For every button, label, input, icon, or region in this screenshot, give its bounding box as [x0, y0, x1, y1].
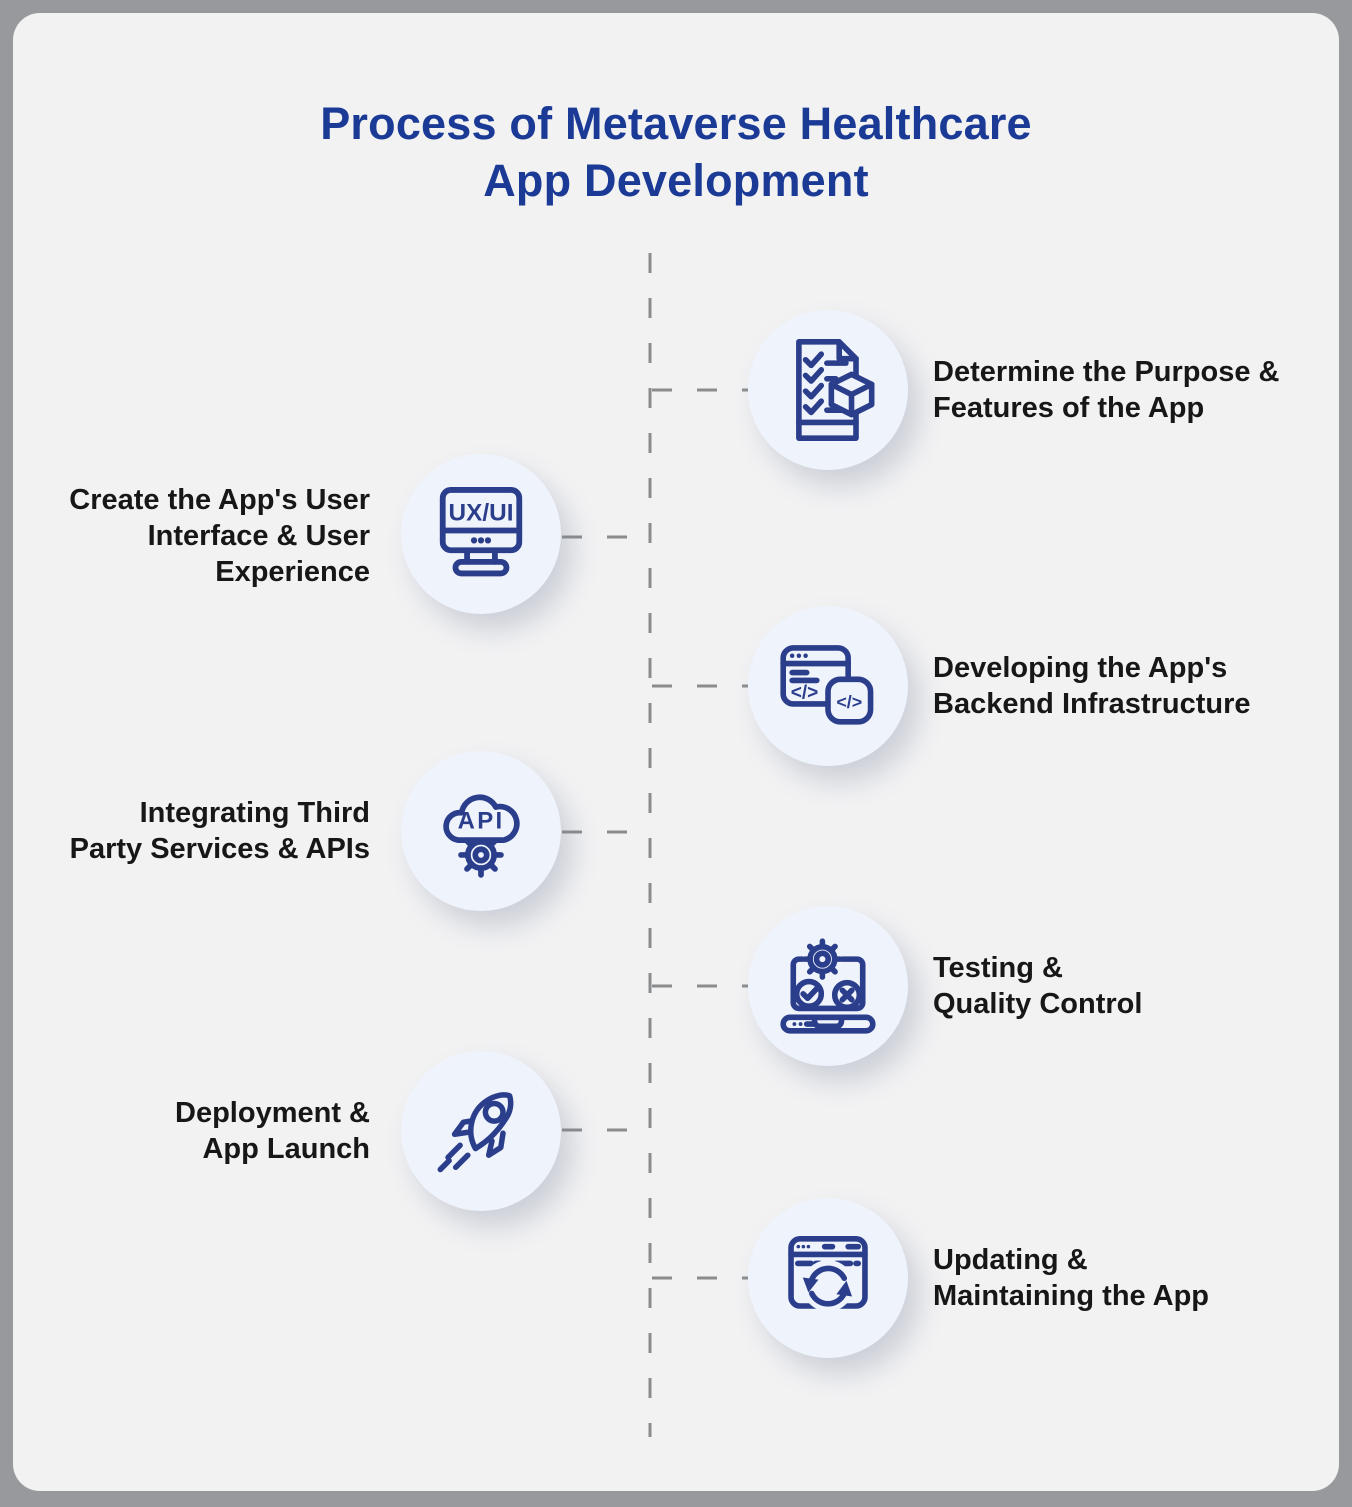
- page-title: Process of Metaverse Healthcare App Deve…: [320, 98, 1032, 207]
- backend-code-icon: </> </>: [780, 645, 874, 725]
- step-circle: API: [401, 751, 561, 911]
- step-label: Updating & Maintaining the App: [933, 1244, 1210, 1312]
- api-cloud-icon: API: [443, 794, 520, 878]
- uxui-monitor-icon: UX/UI: [439, 487, 523, 577]
- step-circle: </> </>: [748, 606, 908, 766]
- step-circle: [748, 1198, 908, 1358]
- step-label: Developing the App's Backend Infrastruct…: [933, 652, 1251, 720]
- uxui-icon-label: UX/UI: [449, 500, 514, 527]
- step-circle: [401, 1051, 561, 1211]
- step-circle: UX/UI: [401, 454, 561, 614]
- step-label: Determine the Purpose & Features of the …: [933, 356, 1280, 424]
- rocket-icon: [437, 1092, 514, 1173]
- testing-laptop-icon: [780, 938, 876, 1034]
- checklist-cube-icon: [796, 339, 875, 441]
- api-icon-label: API: [458, 808, 505, 835]
- code-glyph: </>: [836, 692, 862, 712]
- timeline: [562, 253, 748, 1437]
- code-glyph: </>: [791, 682, 819, 703]
- step-label: Integrating Third Party Services & APIs: [69, 797, 370, 865]
- step-label: Create the App's User Interface & User E…: [69, 484, 370, 588]
- process-diagram: Process of Metaverse Healthcare App Deve…: [13, 13, 1339, 1491]
- step-label: Deployment & App Launch: [175, 1097, 370, 1165]
- step-circle: [748, 906, 908, 1066]
- update-refresh-icon: [788, 1236, 868, 1312]
- step-label: Testing & Quality Control: [933, 952, 1143, 1020]
- step-circle: [748, 310, 908, 470]
